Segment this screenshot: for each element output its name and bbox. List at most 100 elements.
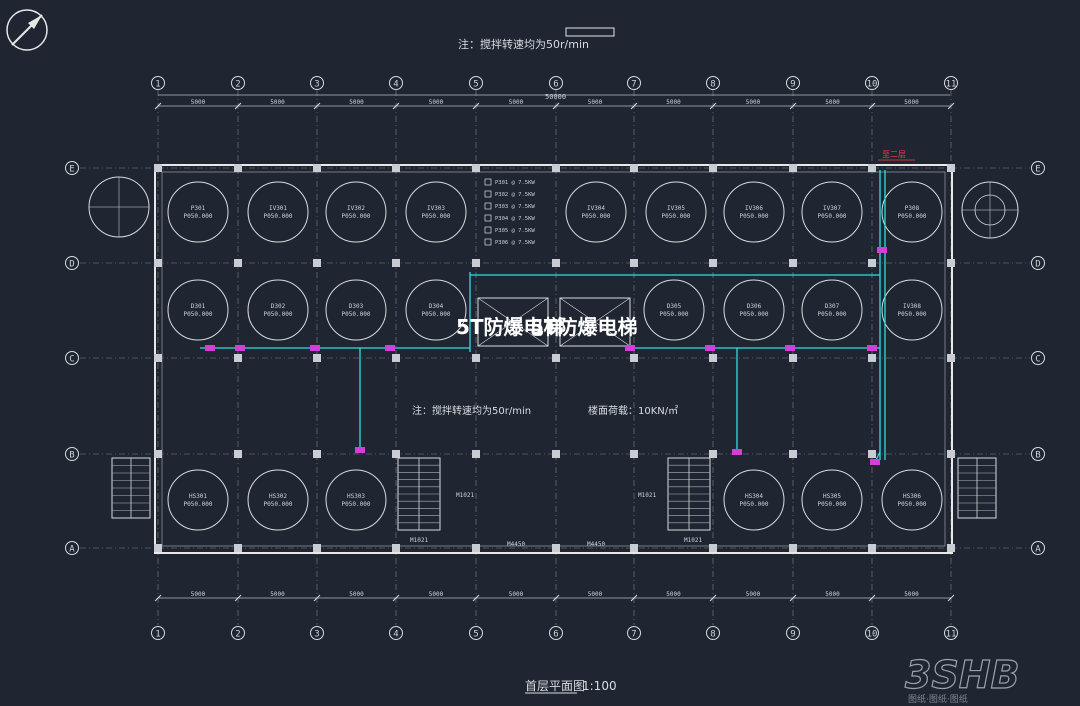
axis-bubble: E <box>1031 161 1045 175</box>
tank-spec: P050.000 <box>660 311 689 318</box>
tank-spec: P050.000 <box>898 311 927 318</box>
column-square <box>472 544 480 552</box>
column-square <box>154 450 162 458</box>
drawing-scale: 1:100 <box>582 679 617 693</box>
axis-bubble: 5 <box>469 76 483 90</box>
dimension-text: 5000 <box>191 591 206 598</box>
door-label: M1021 <box>456 492 474 499</box>
pump-label: P303 @ 7.5KW <box>495 204 535 210</box>
dimension-text: 5000 <box>666 591 681 598</box>
column-square <box>552 450 560 458</box>
axis-bubble: 1 <box>151 626 165 640</box>
axis-label: E <box>1035 165 1040 175</box>
column-square <box>234 544 242 552</box>
tank-spec: P050.000 <box>740 213 769 220</box>
axis-bubble: 11 <box>944 76 958 90</box>
axis-bubble: 6 <box>549 76 563 90</box>
tank-id: D306 <box>747 303 762 310</box>
axis-label: 3 <box>314 630 319 640</box>
axis-bubble: 10 <box>865 626 879 640</box>
tank-id: IV303 <box>427 205 445 212</box>
dimension-text: 5000 <box>270 591 285 598</box>
column-square <box>472 164 480 172</box>
watermark-sub: 图纸·图纸·图纸 <box>908 693 968 705</box>
valve-marker <box>310 345 320 351</box>
axis-label: 6 <box>553 630 558 640</box>
dimension-text: 5000 <box>588 99 603 106</box>
column-square <box>552 544 560 552</box>
axis-bubble: 1 <box>151 76 165 90</box>
tank-spec: P050.000 <box>422 213 451 220</box>
stair-right <box>667 457 711 531</box>
axis-bubble: E <box>65 161 79 175</box>
valve-marker <box>355 447 365 453</box>
stair-outer-right <box>957 457 997 519</box>
axis-bubble: 10 <box>865 76 879 90</box>
pump-label: P302 @ 7.5KW <box>495 192 535 198</box>
axis-bubble: 4 <box>389 626 403 640</box>
tank-spec: P050.000 <box>342 311 371 318</box>
door-label: M1021 <box>638 492 656 499</box>
dimension-text: 5000 <box>825 591 840 598</box>
tank-id: D305 <box>667 303 682 310</box>
axis-label: 5 <box>473 630 478 640</box>
valve-marker <box>867 345 877 351</box>
tank-id: P301 <box>191 205 206 212</box>
tank-id: HS306 <box>903 493 921 500</box>
axis-bubble: 7 <box>627 76 641 90</box>
north-arrow-icon <box>6 9 48 51</box>
tank-spec: P050.000 <box>898 501 927 508</box>
axis-label: 9 <box>790 630 795 640</box>
column-square <box>313 164 321 172</box>
axis-bubble: 9 <box>786 76 800 90</box>
column-square <box>630 450 638 458</box>
column-square <box>234 354 242 362</box>
tank-spec: P050.000 <box>740 311 769 318</box>
tank-spec: P050.000 <box>264 213 293 220</box>
pump-label: P301 @ 7.5KW <box>495 180 535 186</box>
valve-marker <box>705 345 715 351</box>
axis-bubble: B <box>65 447 79 461</box>
axis-bubble: A <box>65 541 79 555</box>
axis-label: 4 <box>393 80 398 90</box>
column-square <box>392 259 400 267</box>
axis-label: 2 <box>235 80 240 90</box>
door-label: M4450 <box>587 541 605 548</box>
tank-id: IV307 <box>823 205 841 212</box>
column-square <box>313 544 321 552</box>
column-square <box>552 259 560 267</box>
tank-spec: P050.000 <box>582 213 611 220</box>
structural-columns <box>154 164 955 552</box>
column-square <box>472 259 480 267</box>
axis-bubble: 7 <box>627 626 641 640</box>
axis-label: B <box>1035 451 1040 461</box>
tank-spec: P050.000 <box>264 501 293 508</box>
tank-id: D303 <box>349 303 364 310</box>
tank-spec: P050.000 <box>422 311 451 318</box>
dimension-text: 5000 <box>904 99 919 106</box>
tank-id: IV308 <box>903 303 921 310</box>
column-square <box>472 450 480 458</box>
axis-bubble: C <box>65 351 79 365</box>
column-square <box>947 544 955 552</box>
axis-bubble: B <box>1031 447 1045 461</box>
axis-label: E <box>69 165 74 175</box>
axis-label: 7 <box>631 80 636 90</box>
tank-spec: P050.000 <box>264 311 293 318</box>
tank-id: D307 <box>825 303 840 310</box>
tank-id: D301 <box>191 303 206 310</box>
drawing-title: 首层平面图 <box>525 679 585 693</box>
door-label: M1021 <box>410 537 428 544</box>
column-square <box>552 354 560 362</box>
